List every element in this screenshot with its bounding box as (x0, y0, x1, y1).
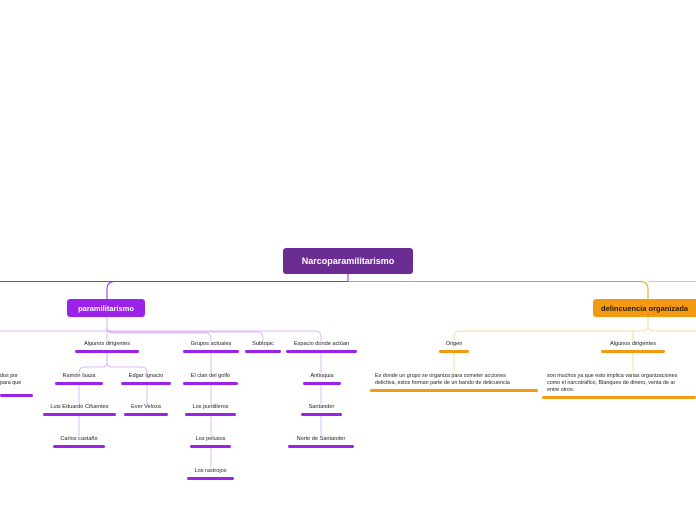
group-los-rastrojos[interactable]: Los rastrojos (194, 468, 227, 474)
place-underline (301, 413, 342, 416)
origin-text-line-1: Es donde un grupo se organiza para comet… (375, 373, 506, 379)
leader-underline (55, 382, 103, 385)
clipped-note-underline (0, 394, 33, 397)
place-santander[interactable]: Santander (308, 404, 335, 410)
place-norte-de-santander[interactable]: Norte de Santander (296, 436, 346, 442)
group-underline (187, 477, 234, 480)
leader-underline (43, 413, 116, 416)
subtopic-underline (75, 350, 139, 353)
group-underline (190, 445, 231, 448)
origin-underline (370, 389, 538, 392)
group-clan-del-golfo[interactable]: El clan del golfo (190, 373, 231, 379)
clipped-note-line-2: para que (0, 380, 22, 386)
subtopic-underline (439, 350, 469, 353)
leader-underline (53, 445, 105, 448)
group-los-puntilleros[interactable]: Los puntilleros (192, 404, 229, 410)
subtopic-subtopic[interactable]: Subtopic (252, 341, 274, 347)
topic-delincuencia-organizada[interactable]: delincuencia organizada (593, 299, 696, 317)
leader-luis-eduardo-cifuentes[interactable]: Luis Eduardo Cifuentes (50, 404, 109, 410)
group-underline (183, 382, 238, 385)
subtopic-algunos-dirigentes[interactable]: Algunos dirigentes (83, 341, 131, 347)
subtopic-espacio-donde-actuan[interactable]: Espacio donde actúan (293, 341, 350, 347)
leaders-text-line-3: entre otros. (547, 387, 575, 393)
leader-ever-veloza[interactable]: Ever Veloza (131, 404, 161, 410)
leader-ramon-isaza[interactable]: Ramón Isaza (62, 373, 96, 379)
subtopic-origen[interactable]: Origen (445, 341, 463, 347)
leader-carlos-castano[interactable]: Carlos castaño (60, 436, 98, 442)
place-underline (288, 445, 354, 448)
subtopic-underline (245, 350, 281, 353)
origin-text-line-2: delictiva, estos forman parte de un band… (375, 380, 510, 386)
subtopic-underline (183, 350, 239, 353)
leader-edgar-ignacio[interactable]: Edgar Ignacio (128, 373, 164, 379)
leaders-text-line-1: son muchos ya que esto implica varias or… (547, 373, 678, 379)
subtopic-grupos-actuales[interactable]: Grupos actuales (190, 341, 232, 347)
subtopic-underline (286, 350, 357, 353)
group-los-pelusos[interactable]: Los pelusos (195, 436, 226, 442)
subtopic-algunos-dirigentes-delincuencia[interactable]: Algunos dirigentes (609, 341, 657, 347)
clipped-note-line-1: dos por (0, 373, 18, 379)
group-underline (185, 413, 236, 416)
leaders-underline (542, 396, 696, 399)
leader-underline (124, 413, 168, 416)
place-underline (303, 382, 341, 385)
leaders-text-line-2: como el narcotráfico, Blanqueo de dinero… (547, 380, 676, 386)
root-topic[interactable]: Narcoparamilitarismo (283, 248, 413, 274)
leader-underline (121, 382, 171, 385)
place-antioquia[interactable]: Antioquia (310, 373, 334, 379)
topic-paramilitarismo[interactable]: paramilitarismo (67, 299, 145, 317)
subtopic-underline (601, 350, 665, 353)
